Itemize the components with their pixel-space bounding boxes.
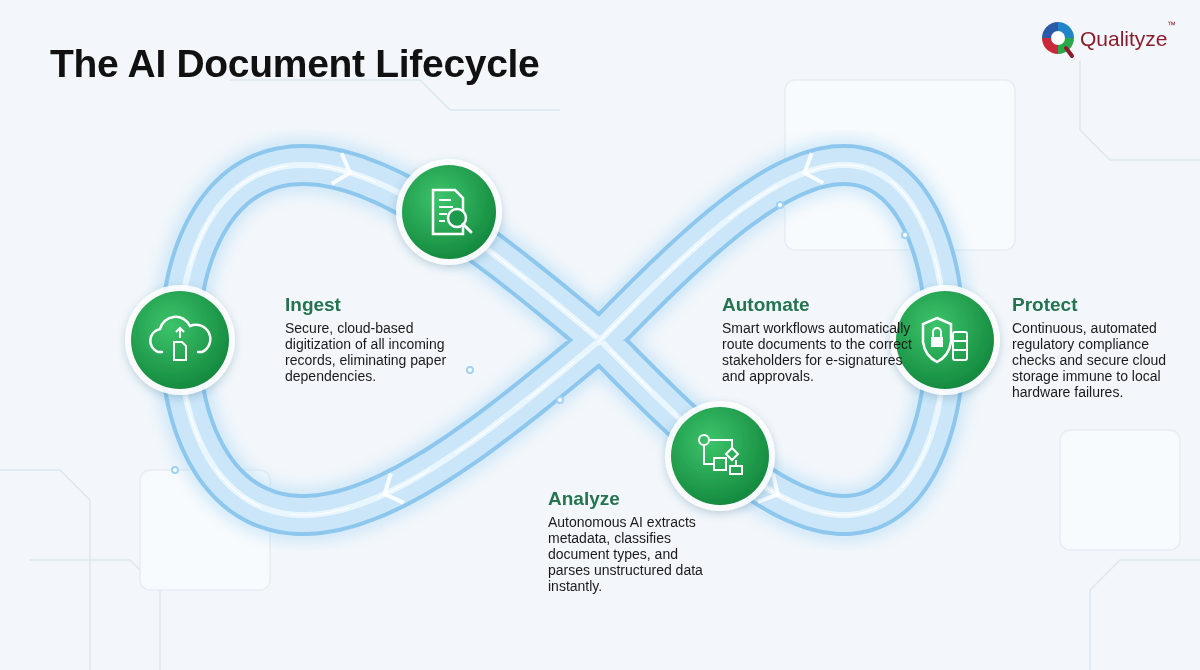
stage-description: Autonomous AI extracts metadata, classif…	[548, 514, 720, 594]
logo-icon	[1042, 22, 1074, 56]
stage-heading: Analyze	[548, 488, 720, 510]
glow-dot	[557, 397, 563, 403]
logo-wordmark: Qualityze	[1080, 27, 1168, 51]
stage-description: Secure, cloud-based digitization of all …	[285, 320, 463, 384]
stage-block: ProtectContinuous, automated regulatory …	[1012, 294, 1186, 400]
stage-block: IngestSecure, cloud-based digitization o…	[285, 294, 463, 384]
band-highlight	[180, 165, 945, 515]
stage-heading: Protect	[1012, 294, 1186, 316]
stage-block: AutomateSmart workflows automatically ro…	[722, 294, 918, 384]
band-flow-line	[180, 165, 945, 515]
stage-icons	[125, 159, 1000, 511]
workflow-icon	[665, 401, 775, 511]
glow-dot	[467, 367, 473, 373]
circuit-lines	[0, 60, 1200, 670]
stage-description: Smart workflows automatically route docu…	[722, 320, 918, 384]
glow-dot	[172, 467, 178, 473]
document-icon	[396, 159, 502, 265]
glow-dot	[902, 232, 908, 238]
glow-dot	[777, 202, 783, 208]
cloud-icon	[125, 285, 235, 395]
flow-chevron	[332, 153, 355, 188]
stage-description: Continuous, automated regulatory complia…	[1012, 320, 1186, 400]
flow-chevron	[799, 153, 824, 188]
stage-block: AnalyzeAutonomous AI extracts metadata, …	[548, 488, 720, 594]
trademark-mark: ™	[1167, 20, 1176, 30]
stage-heading: Ingest	[285, 294, 463, 316]
flow-chevron	[378, 474, 404, 509]
band-outer	[180, 165, 945, 515]
infinity-band	[172, 153, 945, 515]
stage-heading: Automate	[722, 294, 918, 316]
page-title: The AI Document Lifecycle	[50, 42, 540, 86]
band-inner	[180, 165, 945, 515]
band-glow	[180, 165, 945, 515]
